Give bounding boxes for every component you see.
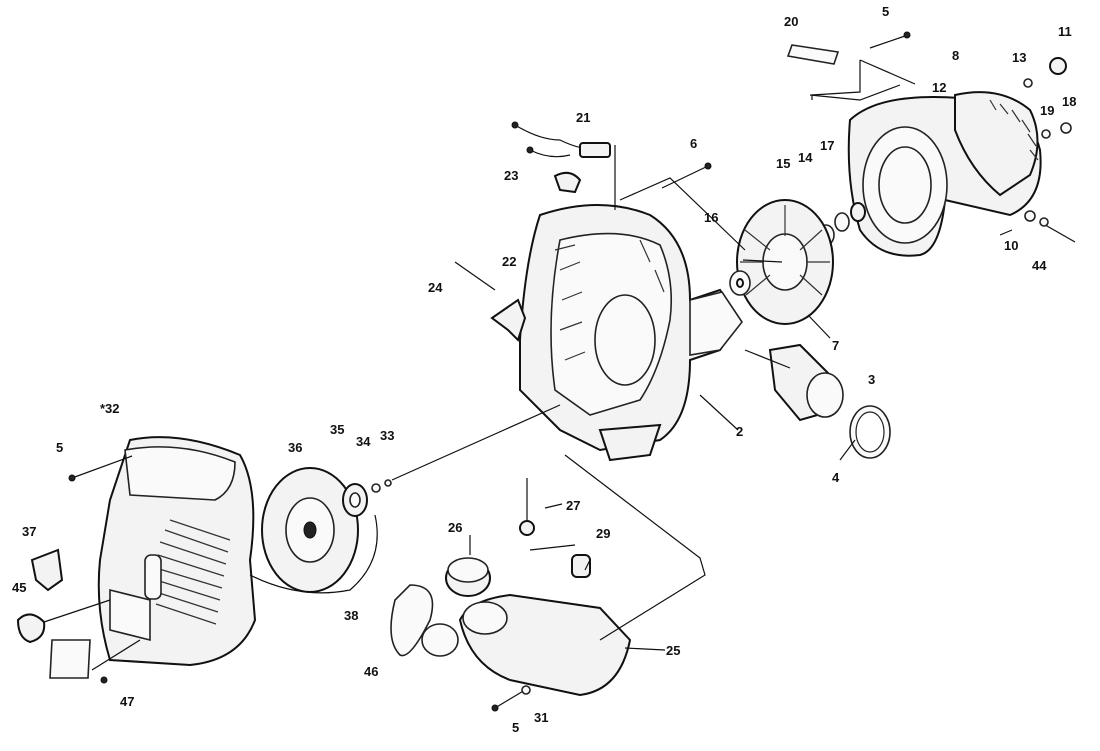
screw-6 bbox=[661, 162, 712, 189]
spring-35 bbox=[342, 483, 368, 517]
cap-45 bbox=[16, 599, 111, 644]
callout-5-bottom: 5 bbox=[512, 720, 519, 735]
callout-47: 47 bbox=[120, 694, 134, 709]
washers-33-34 bbox=[371, 479, 392, 493]
callout-25: 25 bbox=[666, 643, 680, 658]
choke-knob-37 bbox=[30, 548, 64, 592]
callout-44: 44 bbox=[1032, 258, 1047, 273]
callout-37: 37 bbox=[22, 524, 36, 539]
callout-14: 14 bbox=[798, 150, 813, 165]
callout-5-top: 5 bbox=[882, 4, 889, 19]
callout-29: 29 bbox=[596, 526, 610, 541]
fan-cover-part bbox=[847, 91, 1042, 257]
callout-34: 34 bbox=[356, 434, 371, 449]
washer-16 bbox=[729, 270, 751, 296]
callout-19: 19 bbox=[1040, 103, 1054, 118]
clip-23 bbox=[553, 171, 582, 194]
nut-11 bbox=[1049, 57, 1067, 75]
bolt-44 bbox=[1024, 210, 1076, 243]
callout-3: 3 bbox=[868, 372, 875, 387]
blower-housing-part bbox=[519, 204, 743, 462]
panel-47 bbox=[49, 639, 141, 684]
impeller-part bbox=[736, 199, 834, 325]
callout-2: 2 bbox=[736, 424, 743, 439]
callout-12: 12 bbox=[932, 80, 946, 95]
screw-5-top bbox=[869, 31, 911, 49]
washer-31 bbox=[521, 685, 531, 695]
callout-20: 20 bbox=[784, 14, 798, 29]
wire-harness-21 bbox=[511, 121, 611, 158]
callout-10: 10 bbox=[1004, 238, 1018, 253]
starter-rope-38 bbox=[249, 514, 378, 594]
guide-lines bbox=[469, 84, 1013, 651]
engine-shroud-32 bbox=[97, 436, 257, 667]
washer-13 bbox=[1023, 78, 1033, 88]
callout-38: 38 bbox=[344, 608, 358, 623]
callout-22: 22 bbox=[502, 254, 516, 269]
callout-18: 18 bbox=[1062, 94, 1076, 109]
callout-16: 16 bbox=[704, 210, 718, 225]
callout-26: 26 bbox=[448, 520, 462, 535]
callout-31: 31 bbox=[534, 710, 548, 725]
callout-27: 27 bbox=[566, 498, 580, 513]
fuel-cap-26 bbox=[445, 557, 491, 597]
screw-5-left bbox=[68, 455, 133, 482]
callout-46: 46 bbox=[364, 664, 378, 679]
washer-19 bbox=[1041, 129, 1051, 139]
callout-24: 24 bbox=[428, 280, 443, 295]
fuel-filter-27 bbox=[519, 478, 535, 536]
nut-18 bbox=[1060, 122, 1072, 134]
callout-32: *32 bbox=[100, 401, 120, 416]
callout-36: 36 bbox=[288, 440, 302, 455]
strap-46 bbox=[390, 584, 459, 657]
callout-11: 11 bbox=[1058, 24, 1072, 39]
callout-45: 45 bbox=[12, 580, 26, 595]
callout-23: 23 bbox=[504, 168, 518, 183]
screw-5-bottom bbox=[491, 689, 526, 712]
callout-5-left: 5 bbox=[56, 440, 63, 455]
callout-33: 33 bbox=[380, 428, 394, 443]
callout-7: 7 bbox=[832, 338, 839, 353]
filter-29 bbox=[571, 554, 591, 578]
clamp-4 bbox=[849, 405, 891, 459]
callout-labels: 20 5 11 13 8 12 19 18 21 6 15 14 17 23 1… bbox=[12, 4, 1076, 735]
nozzle-3 bbox=[768, 343, 844, 422]
callout-35: 35 bbox=[330, 422, 344, 437]
callout-21: 21 bbox=[576, 110, 590, 125]
lever-22 bbox=[490, 298, 527, 342]
starter-axis-leader bbox=[391, 404, 561, 481]
callout-6: 6 bbox=[690, 136, 697, 151]
starter-reel-36 bbox=[261, 467, 359, 593]
callout-8: 8 bbox=[952, 48, 959, 63]
pin-24 bbox=[454, 261, 496, 291]
label-plate-part bbox=[786, 44, 840, 65]
fuel-tank-25 bbox=[458, 593, 632, 697]
callout-4: 4 bbox=[832, 470, 840, 485]
callout-13: 13 bbox=[1012, 50, 1026, 65]
callout-15: 15 bbox=[776, 156, 790, 171]
callout-17: 17 bbox=[820, 138, 834, 153]
